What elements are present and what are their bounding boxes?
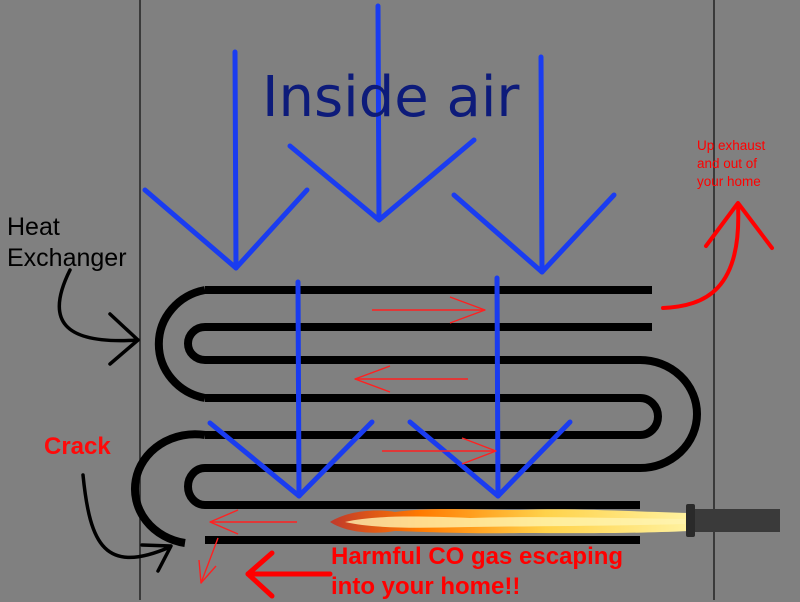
- burner-nozzle: [686, 504, 780, 537]
- downward-air-arrow: [451, 54, 617, 275]
- crack-label: Crack: [44, 433, 111, 460]
- heat-exchanger-tubes: [131, 286, 701, 547]
- exhaust-label-line3: your home: [697, 174, 761, 189]
- co-warning-line2: into your home!!: [331, 573, 521, 600]
- downward-air-arrow: [142, 49, 310, 271]
- combustion-flow-arrows: [198, 296, 497, 584]
- co-escape-arrow: [245, 550, 333, 599]
- co-warning-label: Harmful CO gas escaping into your home!!: [331, 542, 623, 602]
- crack-pointer: [81, 473, 173, 573]
- tube-bend: [184, 464, 206, 509]
- flow-direction-arrow: [209, 509, 297, 535]
- downward-air-arrow: [207, 279, 375, 499]
- downward-air-arrow: [407, 275, 573, 499]
- exhaust-arrow: [661, 201, 774, 310]
- tube-bend: [639, 356, 701, 472]
- diagram-title: Inside air: [262, 65, 520, 130]
- downward-air-arrow: [287, 3, 477, 223]
- tube-bend: [131, 430, 206, 547]
- flow-direction-arrow: [372, 296, 486, 324]
- flow-direction-arrow: [382, 437, 497, 465]
- heat-exchanger-label-line2: Exchanger: [7, 244, 127, 272]
- tube-bend: [184, 323, 206, 364]
- exhaust-label-line1: Up exhaust: [697, 138, 766, 153]
- heat-exchanger-label-line1: Heat: [7, 213, 60, 241]
- co-warning-line1: Harmful CO gas escaping: [331, 543, 624, 570]
- leak-arrow: [198, 537, 219, 584]
- exhaust-label: Up exhaust and out of your home: [697, 137, 765, 191]
- airflow-arrows: [142, 3, 617, 499]
- pointer-arrows: [57, 268, 173, 573]
- heat-exchanger-pointer: [57, 268, 140, 366]
- tube-bend: [154, 286, 206, 402]
- tube-bend: [639, 394, 662, 439]
- exhaust-label-line2: and out of: [697, 156, 758, 171]
- flame: [330, 509, 690, 534]
- flow-direction-arrow: [354, 365, 468, 393]
